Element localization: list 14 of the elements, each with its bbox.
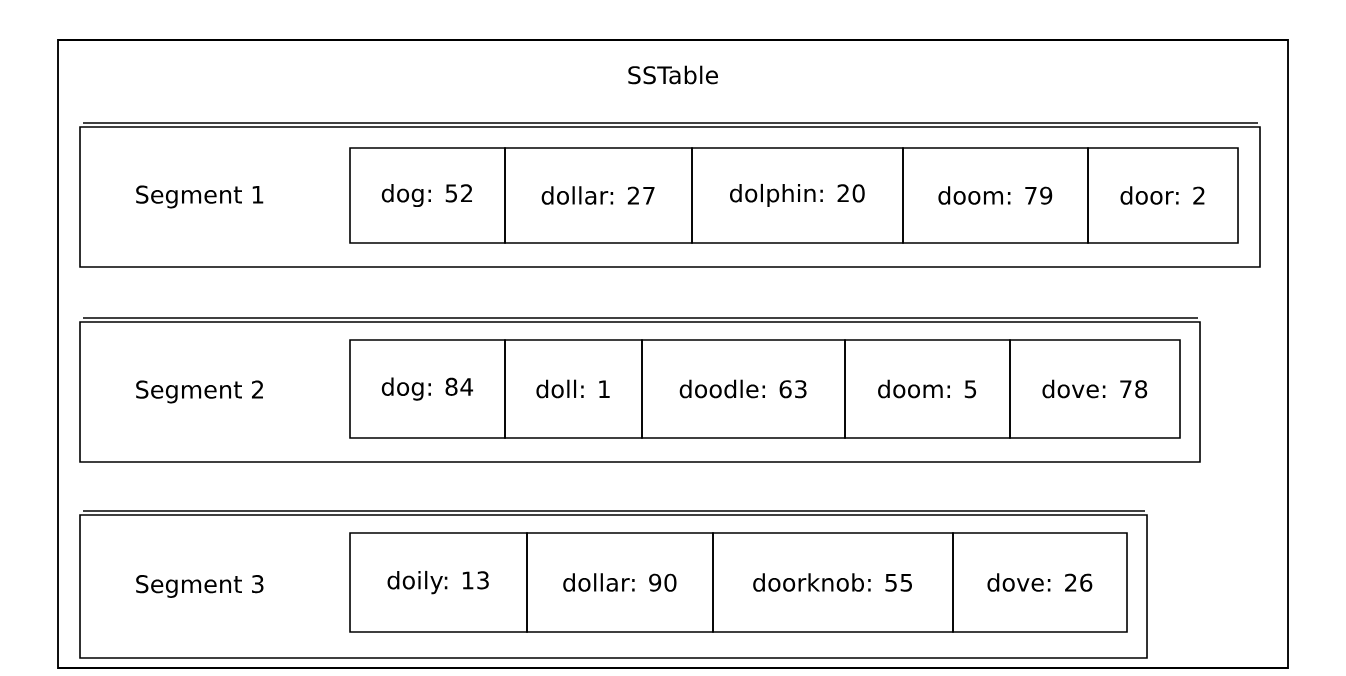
entry-cell: dove: 26 — [952, 532, 1128, 633]
entry-cell: door: 2 — [1087, 147, 1239, 244]
entry-cell: doom: 5 — [844, 339, 1011, 439]
entry-cell: dolphin: 20 — [691, 147, 904, 244]
entry-cell: dog: 84 — [349, 339, 506, 439]
entry-cell: dollar: 90 — [526, 532, 714, 633]
entry-cell: doorknob: 55 — [712, 532, 954, 633]
entry-cell: dove: 78 — [1009, 339, 1181, 439]
entry-cell: doom: 79 — [902, 147, 1089, 244]
entry-cell: dog: 52 — [349, 147, 506, 244]
entry-cell: doll: 1 — [504, 339, 643, 439]
entry-cell: dollar: 27 — [504, 147, 693, 244]
entry-cell: doodle: 63 — [641, 339, 846, 439]
entry-cell: doily: 13 — [349, 532, 528, 633]
